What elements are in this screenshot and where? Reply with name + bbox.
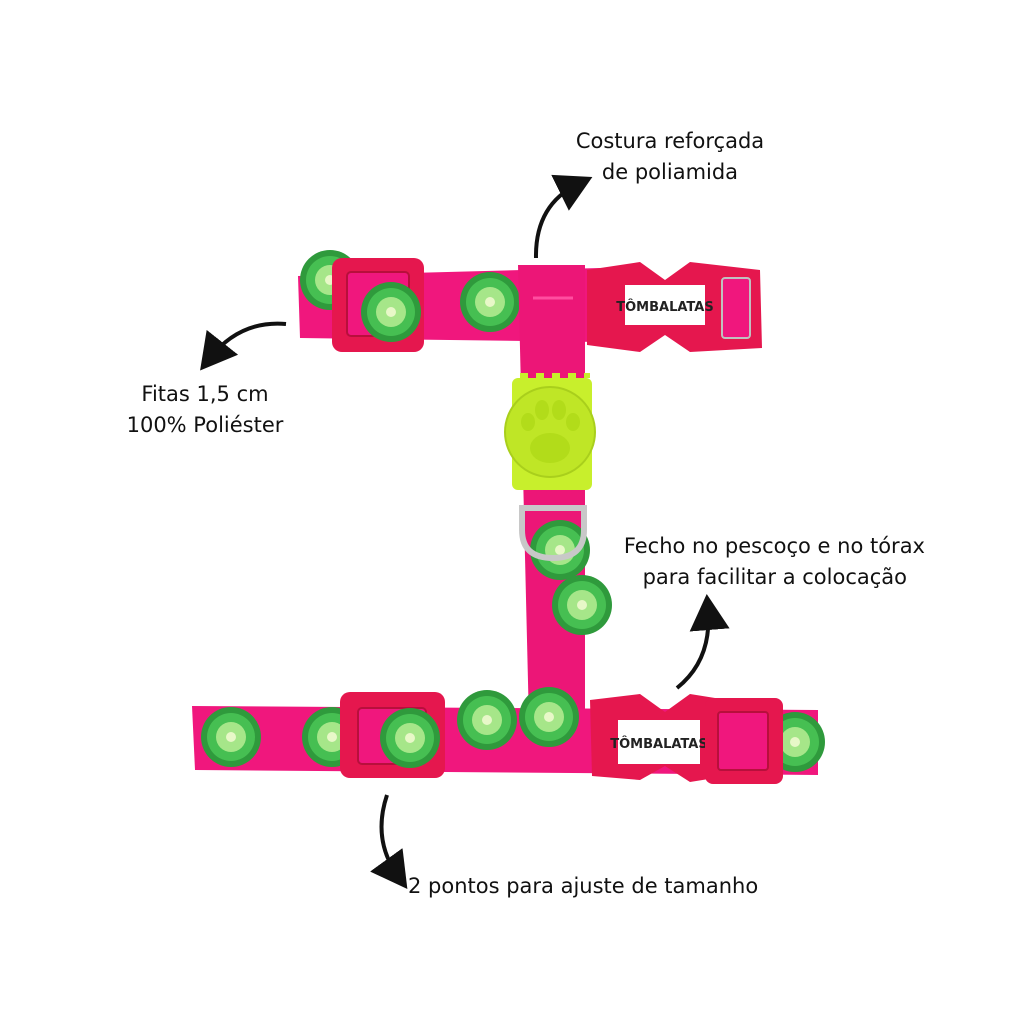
- neck-buckle: TÔMBALATAS: [587, 262, 762, 352]
- paw-clip: [504, 373, 596, 490]
- annotation-closure: Fecho no pescoço e no tórax para facilit…: [585, 531, 925, 593]
- chest-buckle: TÔMBALATAS: [590, 694, 783, 784]
- annotation-line: 100% Poliéster: [126, 413, 284, 437]
- brand-logo: TÔMBALATAS: [610, 736, 707, 752]
- annotation-line: 2 pontos para ajuste de tamanho: [408, 874, 759, 898]
- arrow-straps: [200, 321, 287, 371]
- annotation-line: Fitas 1,5 cm: [141, 382, 269, 406]
- bottom-adjust-slider: [340, 692, 445, 778]
- top-adjust-slider: [332, 258, 424, 352]
- paw-icon: [521, 400, 580, 463]
- annotation-adjust: 2 pontos para ajuste de tamanho: [408, 871, 758, 902]
- annotation-straps: Fitas 1,5 cm 100% Poliéster: [100, 379, 310, 441]
- arrow-adjust: [370, 794, 408, 889]
- annotation-line: Fecho no pescoço e no tórax: [623, 534, 925, 558]
- brand-logo: TÔMBALATAS: [616, 299, 713, 315]
- d-ring-icon: [519, 505, 587, 562]
- arrow-stitching: [533, 174, 593, 259]
- annotation-line: de poliamida: [601, 160, 739, 184]
- annotation-stitching: Costura reforçada de poliamida: [555, 126, 785, 188]
- annotation-line: Costura reforçada: [575, 129, 765, 153]
- arrow-closure: [675, 594, 730, 690]
- annotation-line: para facilitar a colocação: [642, 565, 907, 589]
